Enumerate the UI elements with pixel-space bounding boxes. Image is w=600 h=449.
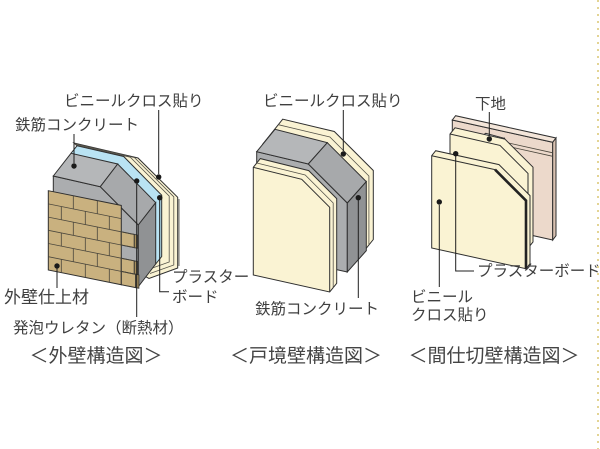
brick-panel (47, 190, 140, 289)
label-concrete: 鉄筋コンクリート (15, 116, 139, 134)
leaders-party (340, 110, 361, 298)
leader-dot-plasterboard (453, 151, 459, 157)
brick-jut-side (135, 273, 140, 289)
label-vinyl-cloth: ビニールクロス貼り (64, 92, 204, 110)
caption-party-wall: ＜戸境壁構造図＞ (230, 345, 382, 367)
label-plasterboard-2: ボード (172, 288, 219, 306)
leaders-exterior (54, 110, 169, 317)
diagram-partition-wall: 下地 プラスターボード ビニール クロス貼り ＜間仕切壁構造図＞ (408, 95, 600, 367)
plasterboard-panel-front (252, 158, 338, 293)
leader-dot-vinyl (156, 174, 162, 180)
label-base: 下地 (475, 95, 506, 113)
leader-dot-finish (54, 263, 60, 269)
brick-mortar-joints (60, 195, 122, 283)
diagram-party-wall: ビニールクロス貼り 鉄筋コンクリート ＜戸境壁構造図＞ (230, 92, 403, 367)
plasterboard-seam (256, 162, 334, 288)
label-plasterboard: プラスターボード (477, 262, 600, 280)
leader-dot-base (486, 136, 492, 142)
caption-exterior-wall: ＜外壁構造図＞ (29, 345, 162, 367)
leader-dot-vinyl (436, 199, 442, 205)
plasterboard-seam (278, 124, 370, 245)
leader-dot-concrete (71, 163, 77, 169)
diagram-exterior-wall: ビニールクロス貼り 鉄筋コンクリート 外壁仕上材 発泡ウレタン（断熱材） プラス… (4, 92, 249, 367)
leader-dot-concrete (355, 195, 361, 201)
plasterboard-outer-cut-edge (494, 168, 528, 269)
plasterboard-panel-edge (253, 166, 331, 292)
page-edge-dotted-border (597, 0, 599, 449)
label-urethane: 発泡ウレタン（断熱材） (13, 319, 184, 337)
leaders-partition (436, 112, 492, 287)
label-plasterboard-1: プラスター (172, 268, 249, 286)
plasterboard-outer-top-edge (431, 155, 496, 171)
label-finish: 外壁仕上材 (4, 288, 89, 307)
plasterboard-seam (75, 144, 170, 269)
leader-dot-urethane (134, 178, 140, 184)
leader-dot-vinyl (340, 151, 346, 157)
label-vinyl-cloth: ビニールクロス貼り (263, 92, 403, 110)
label-vinyl-1: ビニール (411, 288, 473, 306)
concrete-side-face (137, 201, 157, 289)
plasterboard-seam (74, 143, 175, 274)
label-concrete: 鉄筋コンクリート (255, 300, 379, 318)
caption-partition-wall: ＜間仕切壁構造図＞ (408, 345, 579, 367)
concrete-side-face (346, 180, 367, 274)
backing-panel-side (552, 136, 557, 242)
label-vinyl-2: クロス貼り (411, 306, 489, 324)
leader-dot-plasterboard (157, 195, 163, 201)
